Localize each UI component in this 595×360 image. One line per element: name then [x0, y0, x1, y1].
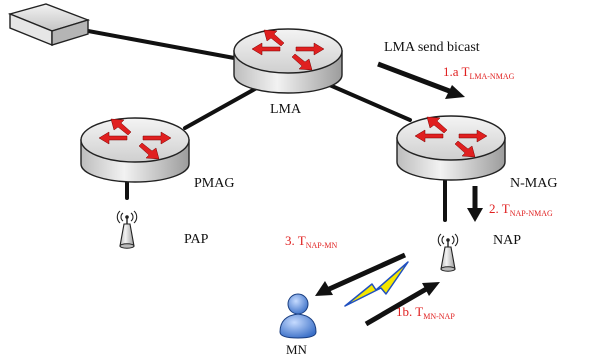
- step-1a-label: 1.a TLMA-NMAG: [443, 64, 515, 81]
- pap-label: PAP: [184, 232, 209, 247]
- signal-arrows: [315, 61, 483, 327]
- step-1a-subscript: LMA-NMAG: [469, 72, 514, 81]
- link-lma-pmag: [183, 83, 264, 130]
- step-2-prefix: 2. T: [489, 201, 510, 216]
- nap-label: NAP: [493, 233, 521, 248]
- step-2-label: 2. TNAP-NMAG: [489, 201, 553, 218]
- step-1b-prefix: 1b. T: [396, 304, 423, 319]
- arrow-bicast: [377, 61, 465, 99]
- wireless-lightning-icon: [344, 261, 409, 307]
- nap-access-point-icon: [437, 233, 459, 272]
- step-3-label: 3. TNAP-MN: [285, 233, 338, 250]
- arrow-nmag-to-nap: [467, 186, 483, 222]
- mn-label: MN: [286, 342, 308, 357]
- mobile-node-icon: [279, 293, 317, 339]
- server-icon: [7, 3, 91, 47]
- step-1a-prefix: 1.a T: [443, 64, 470, 79]
- step-3-prefix: 3. T: [285, 233, 306, 248]
- bicast-label: LMA send bicast: [384, 40, 480, 55]
- lma-label: LMA: [270, 102, 302, 117]
- lma-router-icon: [233, 28, 343, 94]
- pmag-label: PMAG: [194, 176, 234, 191]
- nmag-router-icon: [396, 115, 506, 181]
- link-server-lma: [70, 26, 247, 62]
- pmag-router-icon: [80, 117, 190, 183]
- pap-access-point-icon: [116, 210, 138, 249]
- step-1b-label: 1b. TMN-NAP: [396, 304, 455, 321]
- step-2-subscript: NAP-NMAG: [510, 209, 553, 218]
- step-3-subscript: NAP-MN: [306, 241, 338, 250]
- link-lma-nmag: [323, 81, 412, 122]
- step-1b-subscript: MN-NAP: [423, 312, 455, 321]
- nmag-label: N-MAG: [510, 176, 557, 191]
- arrow-nap-to-mn: [315, 252, 407, 296]
- links: [70, 26, 447, 222]
- arrow-mn-to-nap: [364, 282, 440, 327]
